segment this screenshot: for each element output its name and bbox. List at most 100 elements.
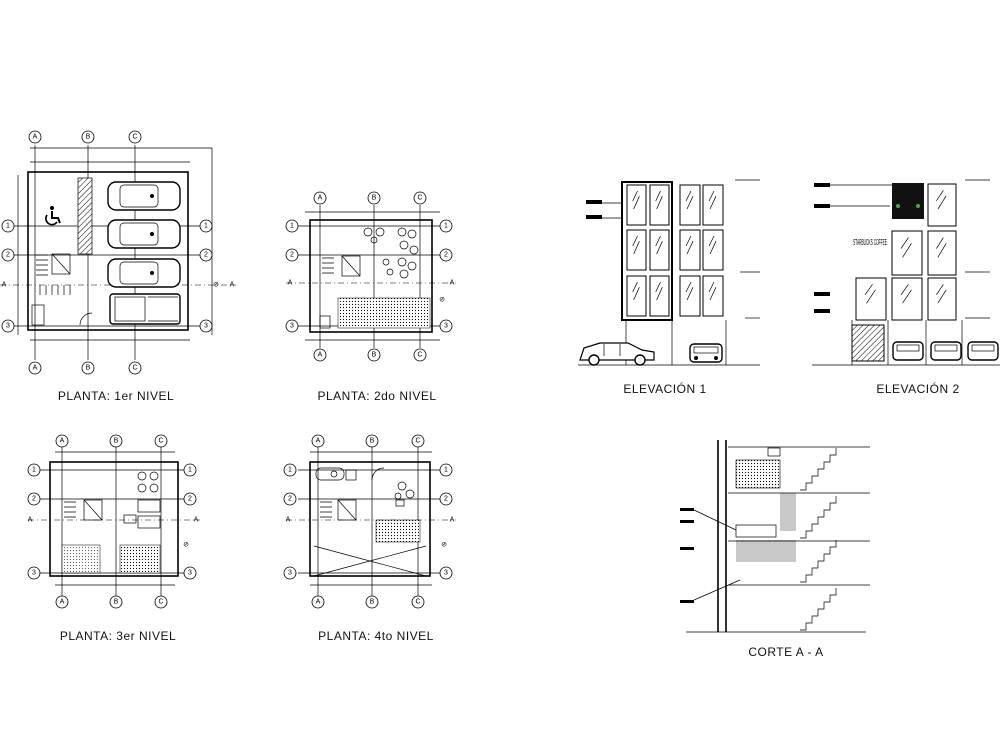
svg-text:⊘: ⊘ [441,542,447,549]
grid-bubble-row-2: 2 [285,248,299,262]
car-icon [892,341,924,361]
section-cut-label: A [2,282,7,289]
caption-elevation-1: ELEVACIÓN 1 [623,381,706,396]
car-icon [107,219,181,249]
grid-bubble-row-1: 1 [285,219,299,233]
plan-level-3: ⊘ [28,445,200,598]
caption-plan-2: PLANTA: 2do NIVEL [318,389,437,403]
grid-bubble-row-2: 2 [439,248,453,262]
svg-text:⊘: ⊘ [183,542,189,549]
section-cut-label: A [230,282,235,289]
svg-text:B: B [86,134,91,141]
svg-text:A: A [316,438,321,445]
grid-bubble-col-C: C [413,191,427,205]
grid-bubble-row-1: 1 [27,463,41,477]
grid-bubble-col-B: B [109,434,123,448]
grid-bubble-row-1: 1 [283,463,297,477]
glass-panel [702,275,724,317]
stair [800,496,837,539]
svg-text:C: C [132,365,137,372]
wheelchair-icon [45,206,61,226]
car-icon [107,258,181,288]
svg-text:B: B [372,352,377,359]
svg-text:2: 2 [444,252,448,259]
svg-text:B: B [370,599,375,606]
truck-icon [109,293,181,325]
svg-text:3: 3 [444,570,448,577]
grid-bubble-col-A: A [28,130,42,144]
svg-text:2: 2 [32,496,36,503]
grid-bubble-row-1: 1 [439,219,453,233]
grid-bubble-col-C: C [413,348,427,362]
svg-text:⊘: ⊘ [439,297,445,304]
svg-text:C: C [158,599,163,606]
plan-level-4: ⊘ [286,445,456,598]
caption-elevation-2: ELEVACIÓN 2 [876,381,959,396]
grid-bubble-row-1: 1 [1,219,15,233]
grid-bubble-row-3: 3 [283,566,297,580]
svg-text:B: B [114,438,119,445]
svg-text:C: C [415,438,420,445]
section-cut-label: A [450,517,455,524]
grid-bubble-col-B: B [367,191,381,205]
section-cut-label: A [28,517,33,524]
svg-text:A: A [60,438,65,445]
glass-panel [626,184,647,226]
grid-bubble-col-C: C [411,434,425,448]
grid-bubble-row-2: 2 [27,492,41,506]
svg-text:3: 3 [288,570,292,577]
section-cut-label: A [194,517,199,524]
grid-bubble-col-A: A [313,191,327,205]
plan-level-2: ⊘ [286,205,456,348]
grid-bubble-col-C: C [128,130,142,144]
storefront-sign: STARBUCKS COFFEE [853,238,887,247]
stair [800,588,837,631]
grid-bubble-row-1: 1 [439,463,453,477]
elevation-1 [578,179,760,366]
glass-panel [927,183,957,227]
caption-plan-4: PLANTA: 4to NIVEL [318,629,434,643]
glass-panel [649,275,670,317]
caption-plan-1: PLANTA: 1er NIVEL [58,389,174,403]
svg-text:A: A [318,352,323,359]
section-a-a [680,440,870,633]
glass-panel [679,184,701,226]
glass-panel [702,229,724,271]
stair [800,448,837,491]
svg-text:3: 3 [444,323,448,330]
svg-text:2: 2 [6,252,10,259]
grid-bubble-col-A: A [313,348,327,362]
section-cut-label: A [286,517,291,524]
glass-panel [649,184,670,226]
svg-text:C: C [415,599,420,606]
grid-bubble-row-3: 3 [199,319,213,333]
grid-bubble-row-2: 2 [283,492,297,506]
svg-text:3: 3 [204,323,208,330]
grid-bubble-col-C: C [128,361,142,375]
svg-text:B: B [370,438,375,445]
section-cut-label: A [450,280,455,287]
glass-panel [891,277,923,321]
stair [36,253,71,295]
svg-text:1: 1 [444,223,448,230]
grid-bubble-row-1: 1 [183,463,197,477]
glass-panel [679,229,701,271]
svg-text:2: 2 [444,496,448,503]
grid-bubble-col-B: B [109,595,123,609]
grid-bubble-row-3: 3 [285,319,299,333]
grid-bubble-col-C: C [154,595,168,609]
glass-panel [927,277,957,321]
grid-bubble-row-2: 2 [183,492,197,506]
svg-text:A: A [318,195,323,202]
car-icon [689,343,723,363]
svg-text:1: 1 [204,223,208,230]
svg-text:3: 3 [188,570,192,577]
glass-panel [649,229,670,271]
svg-text:B: B [114,599,119,606]
svg-text:B: B [86,365,91,372]
grid-bubble-col-B: B [367,348,381,362]
grid-bubble-col-C: C [411,595,425,609]
svg-text:A: A [33,365,38,372]
svg-text:2: 2 [188,496,192,503]
